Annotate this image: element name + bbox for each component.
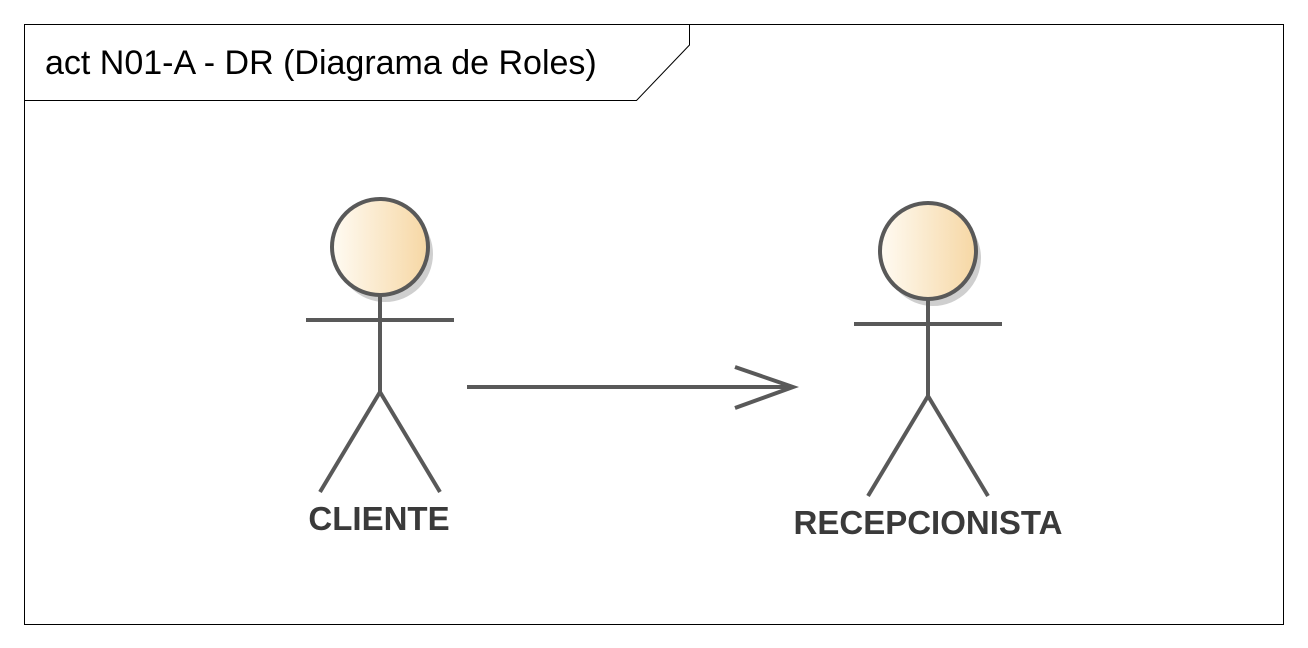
actor-recepcionista[interactable]: RECEPCIONISTA <box>794 201 1063 541</box>
frame-name-tab <box>24 24 690 101</box>
diagram-frame <box>24 24 1284 625</box>
actor-head <box>878 201 978 301</box>
actor-right-leg <box>378 390 442 494</box>
frame-title: act N01-A - DR (Diagrama de Roles) <box>45 44 597 82</box>
actor-label-cliente: CLIENTE <box>308 500 449 537</box>
actor-label-recepcionista: RECEPCIONISTA <box>794 504 1063 541</box>
actor-left-leg <box>318 390 382 494</box>
relationship-arrow[interactable] <box>467 365 800 410</box>
actor-right-leg <box>926 394 990 498</box>
actor-left-leg <box>866 394 930 498</box>
arrow-head <box>734 365 800 410</box>
actor-cliente[interactable]: CLIENTE <box>306 197 454 537</box>
actor-head <box>330 197 430 297</box>
